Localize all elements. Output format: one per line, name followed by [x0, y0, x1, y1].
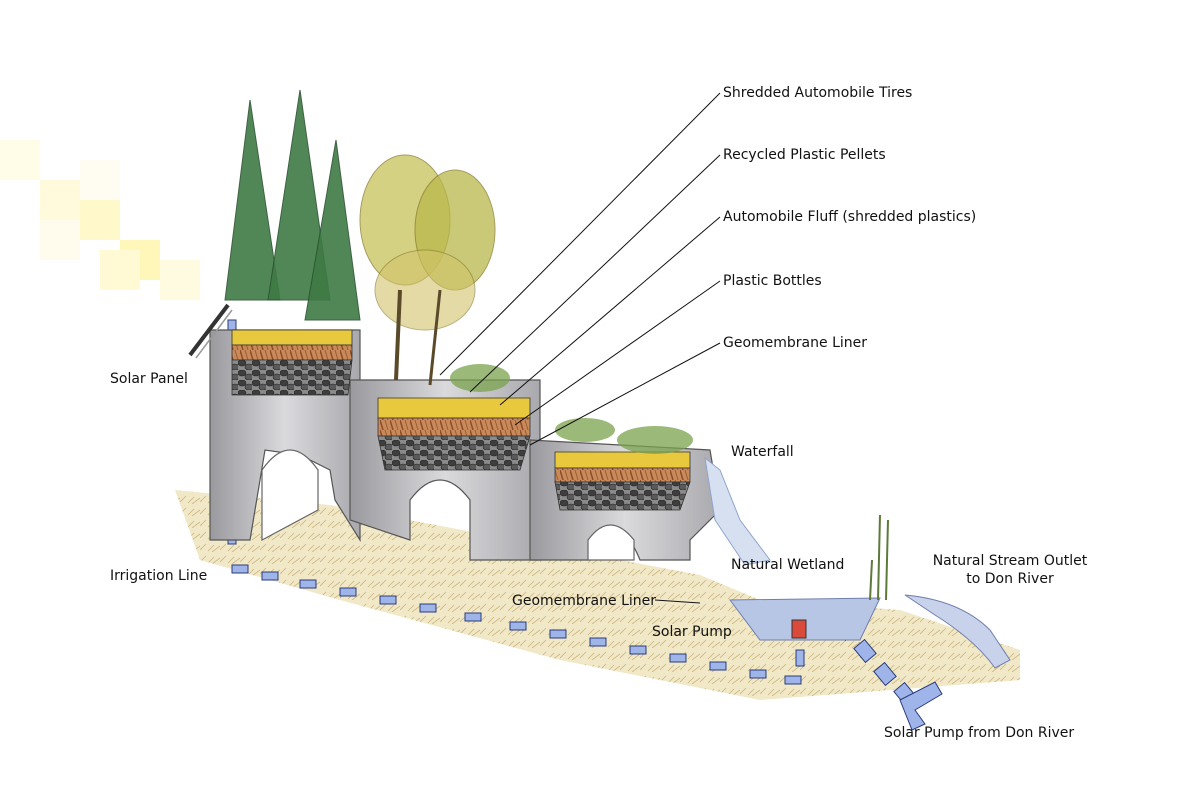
layers-lower — [554, 451, 691, 511]
label-stream-outlet-line2: to Don River — [966, 571, 1054, 587]
sun-glow — [0, 140, 200, 300]
solar-pump-graphic — [791, 619, 807, 639]
label-geomembrane-top: Geomembrane Liner — [723, 335, 868, 351]
layers-upper — [231, 329, 353, 396]
label-stream-outlet: Natural Stream Outlet to Don River — [910, 552, 1110, 588]
river-pump-pipe — [833, 616, 943, 731]
layers-middle — [377, 397, 531, 471]
label-solar-pump: Solar Pump — [652, 624, 732, 640]
wetland-pond — [729, 597, 881, 641]
label-automobile-fluff: Automobile Fluff (shredded plastics) — [723, 209, 977, 225]
ground-soil — [175, 490, 1020, 700]
label-irrigation-line: Irrigation Line — [110, 568, 208, 584]
label-natural-wetland: Natural Wetland — [731, 557, 845, 573]
waterfall-graphic — [704, 456, 771, 566]
reeds — [869, 514, 889, 601]
label-geomembrane-bottom: Geomembrane Liner — [512, 593, 657, 609]
stream-outlet — [904, 594, 1011, 669]
label-solar-panel: Solar Panel — [110, 371, 188, 387]
conifer-trees — [224, 89, 361, 321]
label-plastic-bottles: Plastic Bottles — [723, 273, 822, 289]
label-solar-pump-river: Solar Pump from Don River — [884, 725, 1075, 741]
label-shredded-tires: Shredded Automobile Tires — [723, 85, 913, 101]
label-plastic-pellets: Recycled Plastic Pellets — [723, 147, 886, 163]
label-stream-outlet-line1: Natural Stream Outlet — [932, 553, 1088, 569]
solar-panel-graphic — [188, 303, 233, 359]
leader-lines — [439, 92, 721, 604]
shrubs — [450, 364, 693, 454]
label-waterfall: Waterfall — [731, 444, 794, 460]
deciduous-trees — [359, 154, 496, 386]
